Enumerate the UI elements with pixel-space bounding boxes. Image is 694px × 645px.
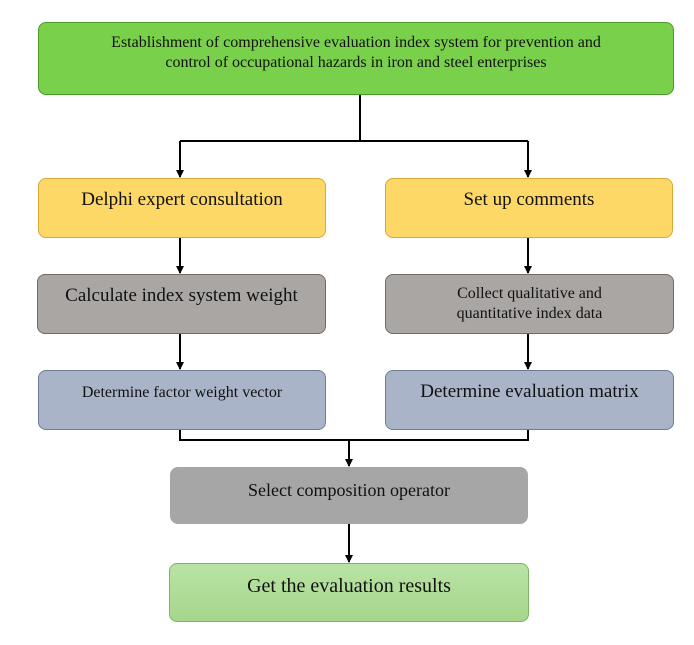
evaluation-results-box: Get the evaluation results — [169, 563, 529, 622]
delphi-consultation-label: Delphi expert consultation — [81, 189, 283, 210]
collect-data-line2: quantitative index data — [456, 305, 603, 322]
calculate-weight-label: Calculate index system weight — [65, 285, 298, 306]
set-up-comments-box: Set up comments — [385, 178, 673, 238]
index-system-line1: Establishment of comprehensive evaluatio… — [111, 34, 601, 51]
set-up-comments-label: Set up comments — [463, 189, 595, 210]
calculate-weight-box: Calculate index system weight — [37, 274, 326, 334]
collect-data-line1: Collect qualitative and — [457, 285, 602, 302]
evaluation-matrix-box: Determine evaluation matrix — [385, 370, 674, 430]
collect-data-box: Collect qualitative and quantitative ind… — [385, 274, 674, 334]
composition-operator-box: Select composition operator — [170, 467, 528, 524]
evaluation-results-label: Get the evaluation results — [247, 575, 451, 597]
factor-weight-vector-label: Determine factor weight vector — [81, 384, 283, 401]
index-system-line2: control of occupational hazards in iron … — [165, 54, 547, 71]
factor-weight-vector-box: Determine factor weight vector — [38, 370, 326, 430]
delphi-consultation-box: Delphi expert consultation — [38, 178, 326, 238]
index-system-box: Establishment of comprehensive evaluatio… — [38, 22, 674, 95]
composition-operator-label: Select composition operator — [248, 480, 450, 500]
evaluation-matrix-label: Determine evaluation matrix — [420, 381, 639, 402]
